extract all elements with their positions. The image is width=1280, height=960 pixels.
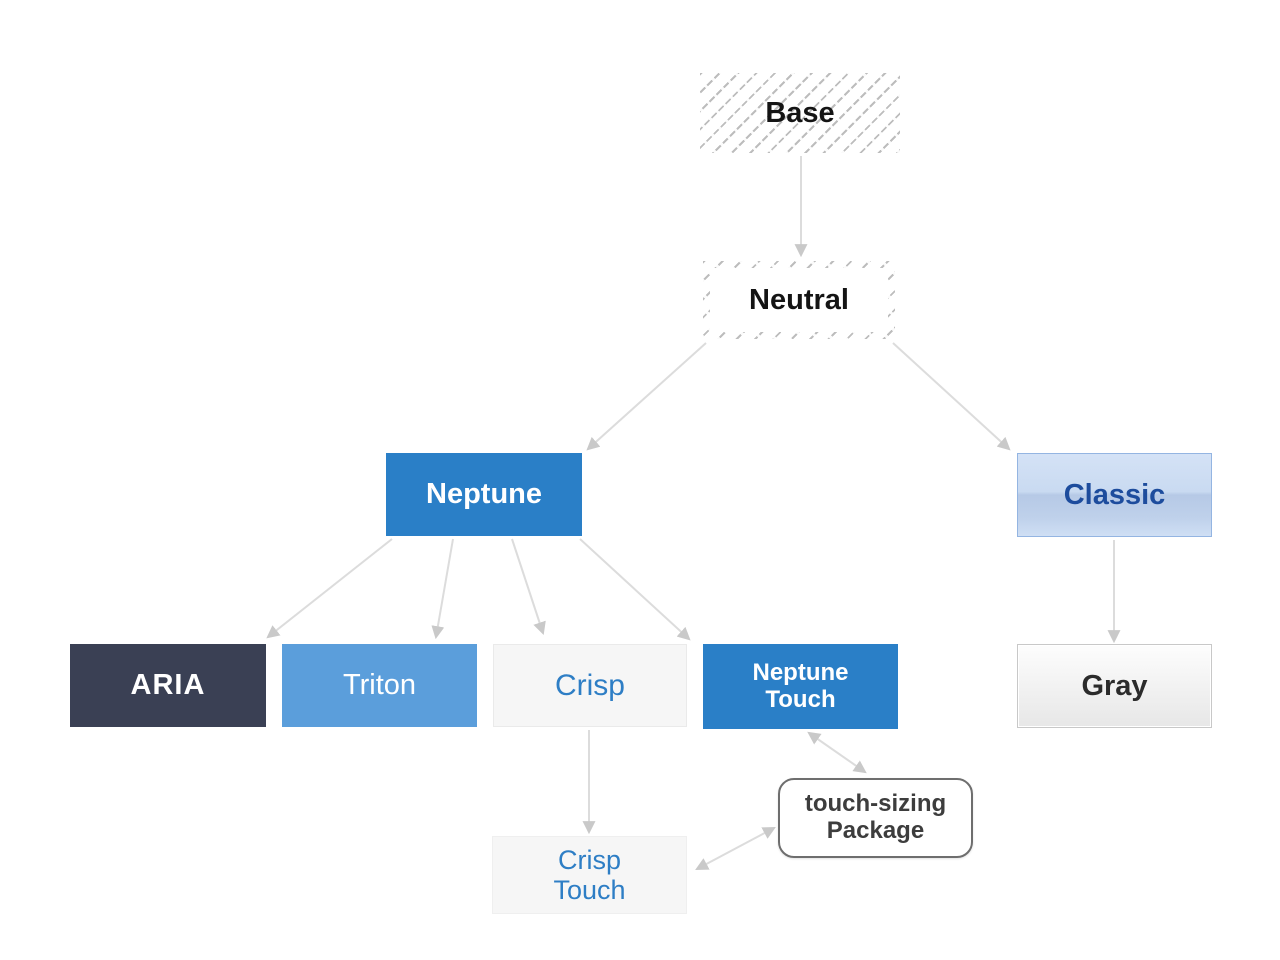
node-classic: Classic xyxy=(1017,453,1212,537)
edge-crisp-touch-package xyxy=(695,826,776,871)
node-crisp-touch-label: Crisp Touch xyxy=(553,844,626,905)
edge-neutral-neptune xyxy=(586,342,707,451)
node-neutral: Neutral xyxy=(703,261,895,339)
node-triton-label: Triton xyxy=(342,669,417,702)
node-touch-sizing-package: touch-sizing Package xyxy=(778,778,973,858)
node-neptune-touch-label: Neptune Touch xyxy=(752,658,849,713)
node-gray-label: Gray xyxy=(1081,669,1148,702)
node-base: Base xyxy=(700,73,900,153)
node-neutral-label: Neutral xyxy=(749,283,849,316)
edge-neptune-touch-package xyxy=(807,731,867,774)
node-gray: Gray xyxy=(1017,644,1212,728)
node-neptune: Neptune xyxy=(386,453,582,536)
node-base-label: Base xyxy=(765,96,835,129)
node-touch-sizing-package-label: touch-sizing Package xyxy=(804,790,947,844)
node-neptune-label: Neptune xyxy=(426,478,542,511)
node-neptune-touch: Neptune Touch xyxy=(703,644,898,729)
node-crisp: Crisp xyxy=(493,644,687,727)
node-crisp-label: Crisp xyxy=(554,668,625,702)
edge-neptune-neptune-touch xyxy=(579,538,691,641)
node-aria-label: ARIA xyxy=(130,669,206,702)
edge-neptune-crisp xyxy=(511,538,546,636)
edge-neutral-classic xyxy=(892,342,1011,451)
node-triton: Triton xyxy=(282,644,477,727)
edge-neptune-aria xyxy=(266,538,393,639)
node-classic-label: Classic xyxy=(1063,478,1166,511)
node-aria: ARIA xyxy=(70,644,266,727)
edge-neptune-triton xyxy=(431,538,454,640)
node-crisp-touch: Crisp Touch xyxy=(492,836,687,914)
